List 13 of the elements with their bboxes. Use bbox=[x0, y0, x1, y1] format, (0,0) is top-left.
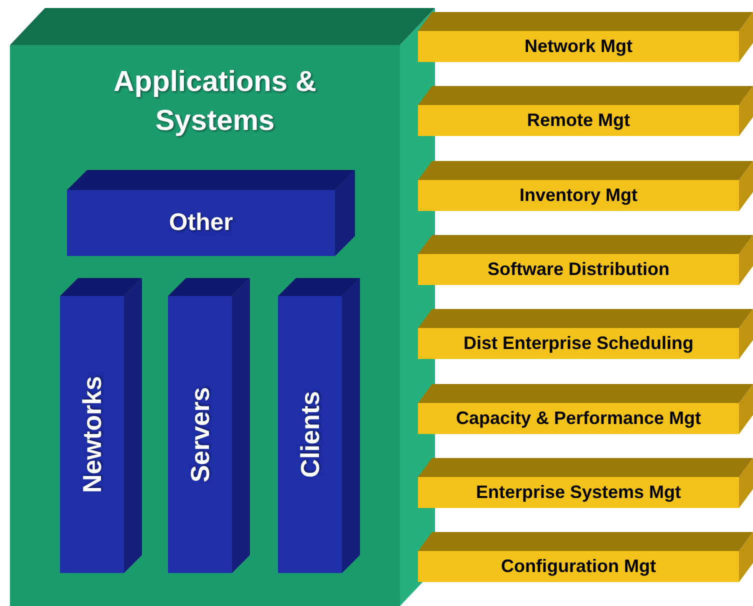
block-label: Applications & Systems bbox=[112, 65, 318, 140]
block-label: Configuration Mgt bbox=[501, 556, 656, 578]
block-label: Network Mgt bbox=[524, 36, 632, 57]
block-label: Inventory Mgt bbox=[519, 184, 638, 206]
block-label: Software Distribution bbox=[487, 258, 670, 280]
block-label: Newtorks bbox=[76, 376, 108, 494]
block-label: Servers bbox=[184, 386, 216, 482]
block-label: Enterprise Systems Mgt bbox=[476, 482, 682, 503]
block-label: Clients bbox=[294, 391, 326, 478]
block-label: Dist Enterprise Scheduling bbox=[463, 333, 694, 354]
block-label: Other bbox=[168, 209, 233, 237]
block-label: Capacity & Performance Mgt bbox=[456, 408, 702, 428]
block-label: Remote Mgt bbox=[527, 110, 630, 132]
